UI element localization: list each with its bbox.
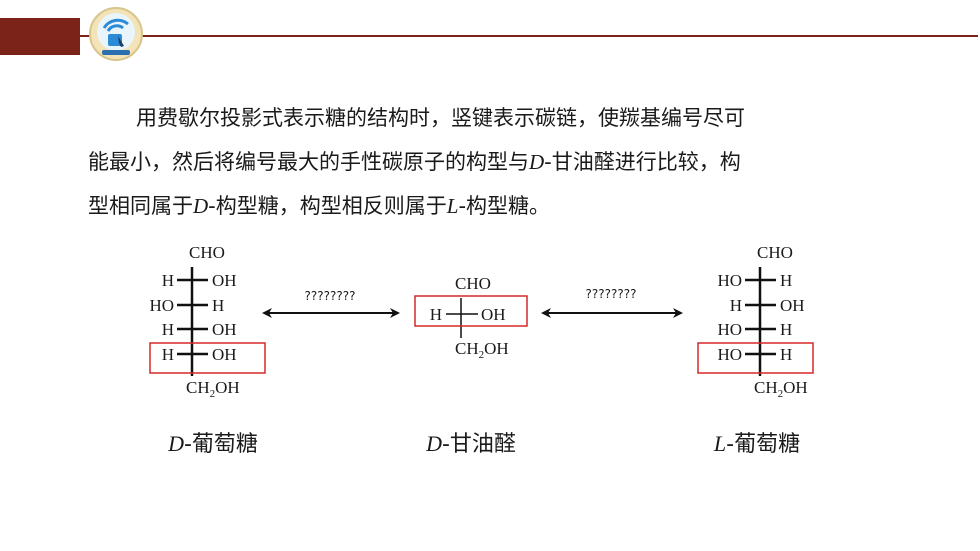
d-glucose-r3-right: OH: [212, 320, 237, 339]
d-glucose-r2-right: H: [212, 296, 224, 315]
paragraph-text-2a: 能最小，然后将编号最大的手性碳原子的构型与: [88, 150, 529, 174]
l-glucose-r1-left: HO: [717, 271, 742, 290]
paragraph-line-2: 能最小，然后将编号最大的手性碳原子的构型与D-甘油醛进行比较，构: [88, 140, 868, 184]
d-glucose-structure: CHO H OH HO H H OH H OH CH2OH: [149, 243, 266, 400]
d-glucose-r3-left: H: [162, 320, 174, 339]
glyceraldehyde-cho: CHO: [455, 274, 491, 293]
d-glucose-r2-left: HO: [149, 296, 174, 315]
d-glyceraldehyde-caption: D-甘油醛: [426, 431, 516, 457]
right-arrow-label: ????????: [586, 287, 637, 301]
body-paragraph: 用费歇尔投影式表示糖的结构时，竖键表示碳链，使羰基编号尽可 能最小，然后将编号最…: [88, 96, 868, 228]
left-double-arrow: ????????: [262, 289, 400, 318]
paragraph-l-label: L: [446, 194, 459, 218]
d-glucose-r1-left: H: [162, 271, 174, 290]
paragraph-d-label-2: D: [193, 194, 209, 218]
paragraph-text-3a: 型相同属于: [88, 194, 193, 218]
paragraph-line-1: 用费歇尔投影式表示糖的结构时，竖键表示碳链，使羰基编号尽可: [88, 96, 868, 140]
l-glucose-r4-left: HO: [717, 345, 742, 364]
d-glucose-r1-right: OH: [212, 271, 237, 290]
paragraph-text-2b: -甘油醛进行比较，构: [544, 150, 741, 174]
d-glucose-cho: CHO: [189, 243, 225, 262]
l-glucose-horizontal-bonds: [745, 278, 776, 356]
glyceraldehyde-highlight-box: [414, 295, 528, 327]
d-glucose-r4-left: H: [162, 345, 174, 364]
header-accent-bar: [0, 18, 80, 55]
l-glucose-highlight-box: [697, 342, 814, 374]
left-arrow-label: ????????: [305, 289, 356, 303]
d-glyceraldehyde-structure: CHO H OH CH2OH: [414, 274, 528, 361]
l-glucose-r2-left: H: [730, 296, 742, 315]
paragraph-text-3c: -构型糖。: [458, 194, 551, 218]
d-glucose-r4-right: OH: [212, 345, 237, 364]
paragraph-text-3b: -构型糖，构型相反则属于: [208, 194, 447, 218]
l-glucose-r2-right: OH: [780, 296, 805, 315]
l-glucose-structure: CHO HO H H OH HO H HO H CH2OH: [697, 243, 814, 400]
paragraph-text-1: 用费歇尔投影式表示糖的结构时，竖键表示碳链，使羰基编号尽可: [136, 106, 745, 130]
fischer-projection-diagram: CHO H OH HO H H OH H OH CH2OH ???????? C…: [149, 243, 814, 400]
glyceraldehyde-left: H: [430, 305, 442, 324]
logo-icon: [89, 7, 143, 61]
header-divider: [80, 35, 978, 37]
glyceraldehyde-ch2oh: CH2OH: [455, 339, 509, 361]
d-glucose-ch2oh: CH2OH: [186, 378, 240, 400]
paragraph-line-3: 型相同属于D-构型糖，构型相反则属于L-构型糖。: [88, 184, 868, 228]
right-double-arrow: ????????: [541, 287, 683, 318]
l-glucose-r4-right: H: [780, 345, 792, 364]
d-glucose-horizontal-bonds: [177, 278, 208, 356]
d-glucose-caption: D-葡萄糖: [168, 431, 258, 457]
l-glucose-cho: CHO: [757, 243, 793, 262]
d-glucose-highlight-box: [149, 342, 266, 374]
paragraph-d-label: D: [529, 150, 545, 174]
glyceraldehyde-right: OH: [481, 305, 506, 324]
l-glucose-r1-right: H: [780, 271, 792, 290]
l-glucose-caption: L-葡萄糖: [713, 431, 801, 457]
l-glucose-r3-left: HO: [717, 320, 742, 339]
l-glucose-ch2oh: CH2OH: [754, 378, 808, 400]
l-glucose-r3-right: H: [780, 320, 792, 339]
